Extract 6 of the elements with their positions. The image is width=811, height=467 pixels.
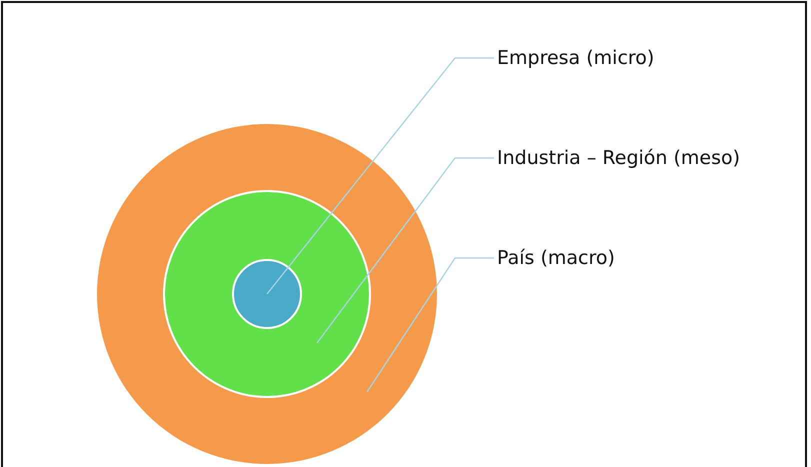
leader-line xyxy=(316,157,494,344)
level-label: Industria – Región (meso) xyxy=(497,146,740,170)
leader-line xyxy=(266,57,494,294)
leader-line xyxy=(366,257,494,392)
level-label: País (macro) xyxy=(497,246,615,270)
level-label: Empresa (micro) xyxy=(497,46,654,70)
